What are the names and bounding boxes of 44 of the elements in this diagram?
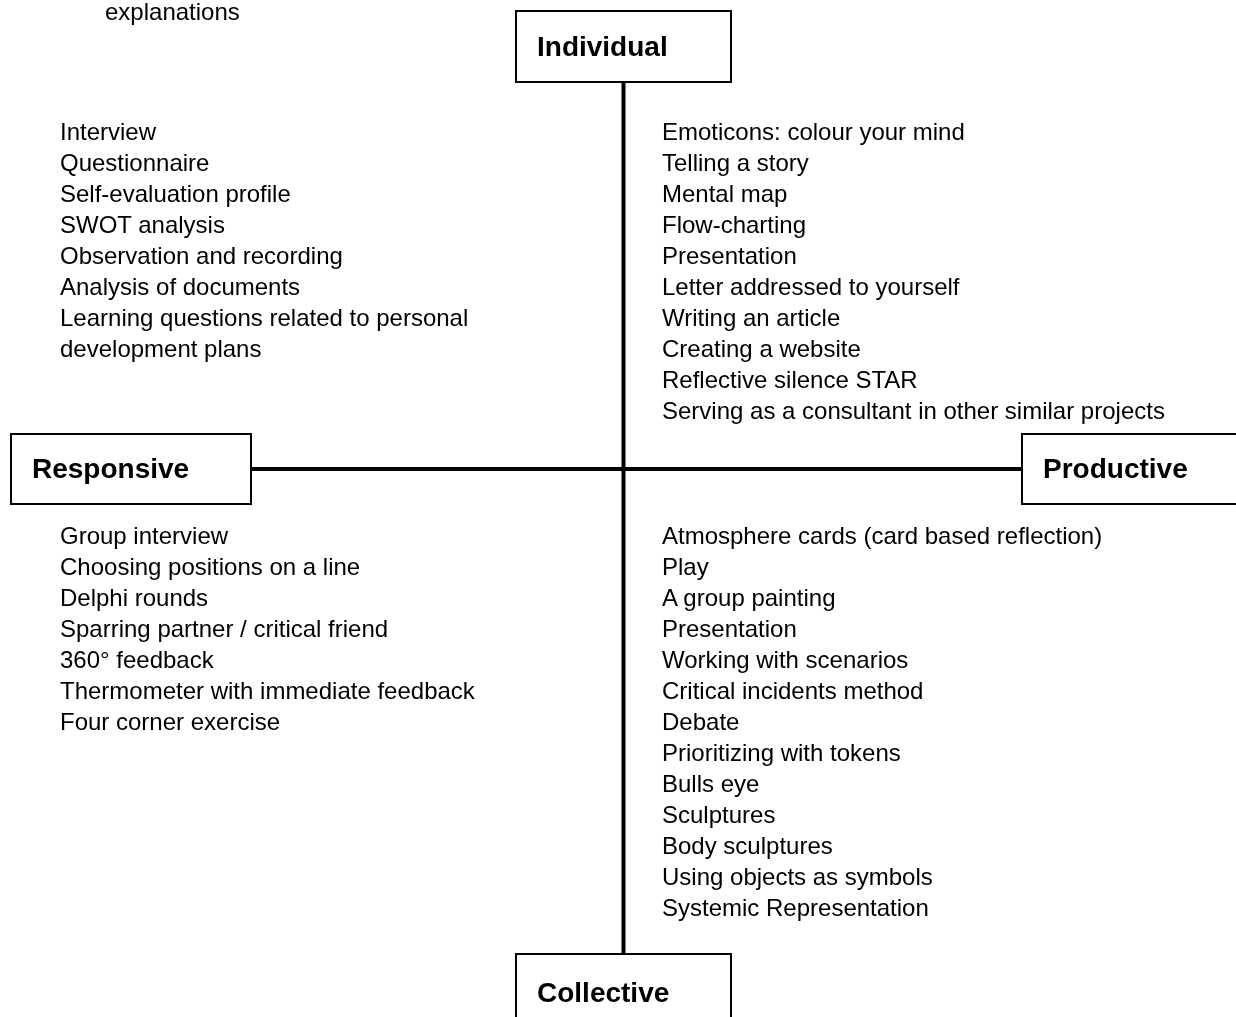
method-item: Thermometer with immediate feedback [60, 676, 475, 706]
axis-label-box: Collective [515, 953, 732, 1017]
axis-line [252, 467, 1021, 471]
method-item: Choosing positions on a line [60, 552, 361, 582]
method-item: Questionnaire [60, 148, 210, 178]
method-item: Sculptures [662, 800, 776, 830]
method-item: A group painting [662, 583, 836, 613]
method-item: Self-evaluation profile [60, 179, 291, 209]
note-text: explanations [105, 0, 240, 27]
method-item: Writing an article [662, 303, 841, 333]
method-item: Sparring partner / critical friend [60, 614, 389, 644]
method-item: Flow-charting [662, 210, 807, 240]
method-item: Using objects as symbols [662, 862, 933, 892]
method-item: Letter addressed to yourself [662, 272, 960, 302]
method-item: Delphi rounds [60, 583, 209, 613]
axis-label-box: Responsive [10, 433, 252, 505]
method-item: Atmosphere cards (card based reflection) [662, 521, 1103, 551]
axis-label-box: Productive [1021, 433, 1236, 505]
method-item: Prioritizing with tokens [662, 738, 901, 768]
method-item: Four corner exercise [60, 707, 281, 737]
method-item: Critical incidents method [662, 676, 924, 706]
method-item: Reflective silence STAR [662, 365, 918, 395]
method-item: Play [662, 552, 709, 582]
axis-label-box: Individual [515, 10, 732, 83]
method-item: Observation and recording [60, 241, 343, 271]
method-item: Debate [662, 707, 740, 737]
method-item: Systemic Representation [662, 893, 929, 923]
method-item: Presentation [662, 241, 797, 271]
method-item: Analysis of documents [60, 272, 301, 302]
axis-line [621, 83, 626, 953]
method-item: Learning questions related to personal development plans [60, 303, 470, 364]
method-item: Interview [60, 117, 157, 147]
method-item: 360° feedback [60, 645, 214, 675]
method-item: SWOT analysis [60, 210, 225, 240]
method-item: Mental map [662, 179, 788, 209]
method-item: Presentation [662, 614, 797, 644]
method-item: Body sculptures [662, 831, 833, 861]
method-item: Bulls eye [662, 769, 760, 799]
method-item: Working with scenarios [662, 645, 909, 675]
method-item: Creating a website [662, 334, 861, 364]
method-item: Emoticons: colour your mind [662, 117, 965, 147]
method-item: Telling a story [662, 148, 809, 178]
method-item: Serving as a consultant in other similar projects [662, 396, 1165, 426]
method-item: Group interview [60, 521, 229, 551]
